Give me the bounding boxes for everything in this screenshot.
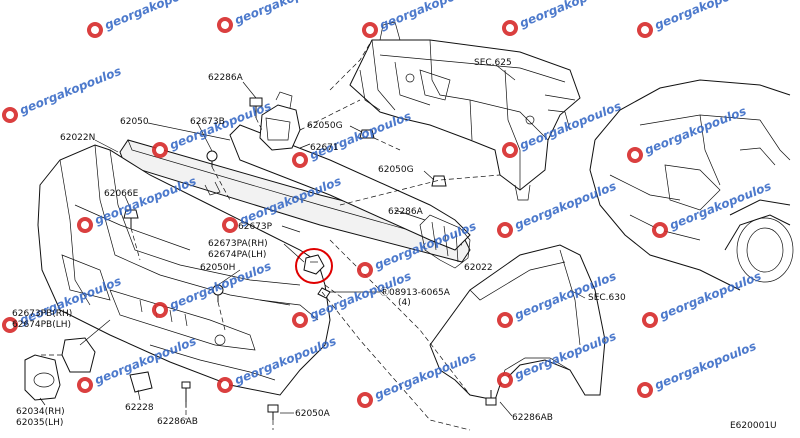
label-62673pa: 62673PA(RH) [208,239,268,249]
label-sec630: SEC.630 [588,293,626,303]
label-62673pb: 62673PB(RH) [12,309,72,319]
watermark-text: georgakopoulos [643,104,749,158]
label-62286ab-left: 62286AB [157,417,198,427]
label-62035: 62035(LH) [16,418,63,428]
watermark-text: georgakopoulos [308,109,414,163]
watermark-text: georgakopoulos [378,0,484,32]
fog-lamp-opening [33,372,55,388]
watermark-text: georgakopoulos [103,0,209,32]
bumper-reinforcement [119,139,471,263]
watermark-logo-mark-inner [361,266,369,274]
label-62050a: 62050A [295,409,331,419]
watermark-logo-mark-inner [81,221,89,229]
cap-62228 [129,371,153,393]
watermark-logo-mark-inner [81,381,89,389]
watermark-logo-mark-inner [361,396,369,404]
watermark-logo: georgakopoulos [362,0,484,38]
watermark-logo-mark-inner [296,156,304,164]
clip-62050h [212,284,224,302]
label-62671: 62671 [310,143,339,153]
clip-62050g-lower [431,175,447,187]
fastener-62286a-top [249,97,263,118]
label-62674pa: 62674PA(LH) [208,250,266,260]
watermark-logo-mark-inner [506,146,514,154]
watermark-logo-mark-inner [646,316,654,324]
label-62286ab-right: 62286AB [512,413,553,423]
watermark-logo-mark-inner [501,316,509,324]
highlight-circle [295,248,333,284]
watermark-logo-mark-inner [91,26,99,34]
watermark-logo-mark-inner [501,226,509,234]
watermark-logo: georgakopoulos [217,0,339,33]
watermark-logo-mark-inner [156,146,164,154]
watermark-logo: georgakopoulos [637,0,759,38]
watermark-logo: georgakopoulos [87,0,209,38]
label-62050g-upper: 62050G [307,121,343,131]
bolt-62286ab-left [181,381,191,402]
bracket-62673pb [61,337,96,373]
label-62050g-lower: 62050G [378,165,414,175]
fog-lamp-cover-62034 [24,354,61,401]
watermark-logo: georgakopoulos [642,269,764,328]
diagram-code: E620001U [730,421,777,431]
watermark-logo: georgakopoulos [502,0,624,36]
watermark-logo: georgakopoulos [627,104,749,163]
watermark-logo-mark-inner [296,316,304,324]
bolt-62286ab-right [485,390,497,406]
watermark-logo-mark-inner [6,321,14,329]
label-62050-top: 62050 [120,117,149,127]
watermark-logo-mark-inner [631,151,639,159]
watermark-logo: georgakopoulos [497,179,619,238]
watermark-text: georgakopoulos [653,339,759,393]
watermark-logo-mark-inner [156,306,164,314]
watermark-logo: georgakopoulos [637,339,759,398]
clip-62066e [123,209,139,228]
watermark-text: georgakopoulos [513,179,619,233]
label-62050h: 62050H [200,263,235,273]
watermark-text: georgakopoulos [653,0,759,32]
watermark-logo-mark-inner [366,26,374,34]
label-62022n: 62022N [60,133,95,143]
watermark-text: georgakopoulos [18,64,124,118]
label-62034: 62034(RH) [16,407,65,417]
watermark-text: georgakopoulos [518,0,624,30]
label-bolt-spec: Ⓡ08913-6065A [380,287,451,298]
watermark-logo-mark-inner [656,226,664,234]
watermark-logo-mark-inner [221,381,229,389]
bolt-08913-6065a [317,287,331,299]
watermark-text: georgakopoulos [233,0,339,27]
label-62228: 62228 [125,403,154,413]
label-62674pb: 62674PB(LH) [12,320,71,330]
part-labels: 62286A 62050 62673B 62022N 62050G 62671 … [12,58,777,431]
label-62286a-mid: 62286A [388,207,424,217]
watermark-logo-mark-inner [6,111,14,119]
energy-absorber-62022 [229,124,471,269]
label-62673b: 62673B [190,117,225,127]
front-bumper-fascia [37,144,331,396]
radiator-core-support [349,21,581,201]
bolt-62050a [267,404,279,420]
label-62286a-top: 62286A [208,73,244,83]
label-62066e: 62066E [104,189,139,199]
label-62673p: 62673P [238,222,273,232]
label-bolt-qty: (4) [398,298,411,308]
watermark-logo-mark-inner [641,386,649,394]
leader-lines [39,64,586,417]
watermark-logo-mark-inner [506,24,514,32]
watermark-logo: georgakopoulos [2,64,124,123]
bracket-62671 [259,91,301,151]
watermark-logo-mark-inner [221,21,229,29]
watermark-logo-mark-inner [226,221,234,229]
watermark-text: georgakopoulos [658,269,764,323]
label-62022: 62022 [464,263,493,273]
highlight-62673pa-bracket [295,248,333,284]
watermark-text: georgakopoulos [668,179,774,233]
watermark-logo-mark-inner [501,376,509,384]
label-sec625: SEC.625 [474,58,512,68]
watermark-logo-mark-inner [641,26,649,34]
